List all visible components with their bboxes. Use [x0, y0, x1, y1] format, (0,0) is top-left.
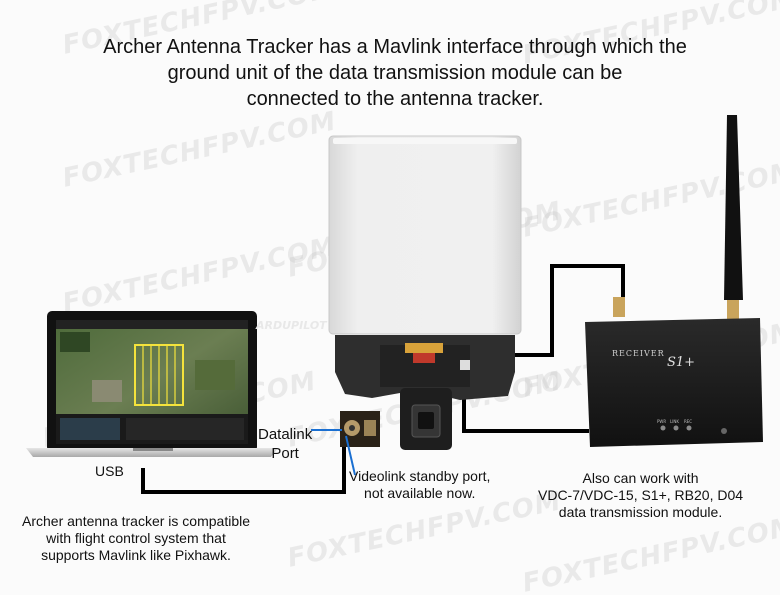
- led-rec-label: REC: [684, 419, 692, 424]
- laptop: [26, 311, 278, 457]
- receiver-antenna: [613, 115, 743, 320]
- headline-line-3: connected to the antenna tracker.: [246, 88, 544, 110]
- also-line-3: data transmission module.: [558, 504, 723, 520]
- also-line-1: Also can work with: [582, 470, 699, 486]
- compat-line-1: Archer antenna tracker is compatible: [22, 513, 250, 529]
- headline-line-2: ground unit of the data transmission mod…: [167, 62, 623, 84]
- also-line-2: VDC-7/VDC-15, S1+, RB20, D04: [538, 487, 744, 503]
- antenna-tracker: [328, 135, 522, 450]
- compat-line-3: supports Mavlink like Pixhawk.: [41, 547, 231, 563]
- receiver-brand-label: RECEIVER: [612, 349, 665, 358]
- videolink-line-2: not available now.: [364, 485, 476, 501]
- videolink-note: Videolink standby port, not available no…: [349, 468, 490, 502]
- also-works-note: Also can work with VDC-7/VDC-15, S1+, RB…: [538, 470, 743, 521]
- headline: Archer Antenna Tracker has a Mavlink int…: [0, 34, 780, 112]
- cable-receiver-top: [515, 264, 625, 357]
- datalink-label-line-1: Datalink: [258, 426, 313, 443]
- led-pwr-label: PWR: [657, 419, 666, 424]
- headline-line-1: Archer Antenna Tracker has a Mavlink int…: [103, 36, 687, 58]
- s1-receiver: [585, 318, 763, 447]
- videolink-line-1: Videolink standby port,: [349, 468, 491, 484]
- receiver-model-label: S1+: [667, 355, 695, 370]
- connector-panel: [340, 411, 380, 447]
- videolink-leader: [345, 435, 356, 476]
- compat-line-2: with flight control system that: [46, 530, 226, 546]
- datalink-label-line-2: Port: [271, 445, 299, 462]
- datalink-port-label: Datalink Port: [258, 425, 312, 463]
- cable-usb: [141, 440, 346, 494]
- compatibility-note: Archer antenna tracker is compatible wit…: [22, 513, 250, 564]
- usb-label: USB: [95, 463, 124, 479]
- ardupilot-logo: ARDUPILOT: [255, 319, 328, 332]
- led-link-label: LINK: [670, 419, 679, 424]
